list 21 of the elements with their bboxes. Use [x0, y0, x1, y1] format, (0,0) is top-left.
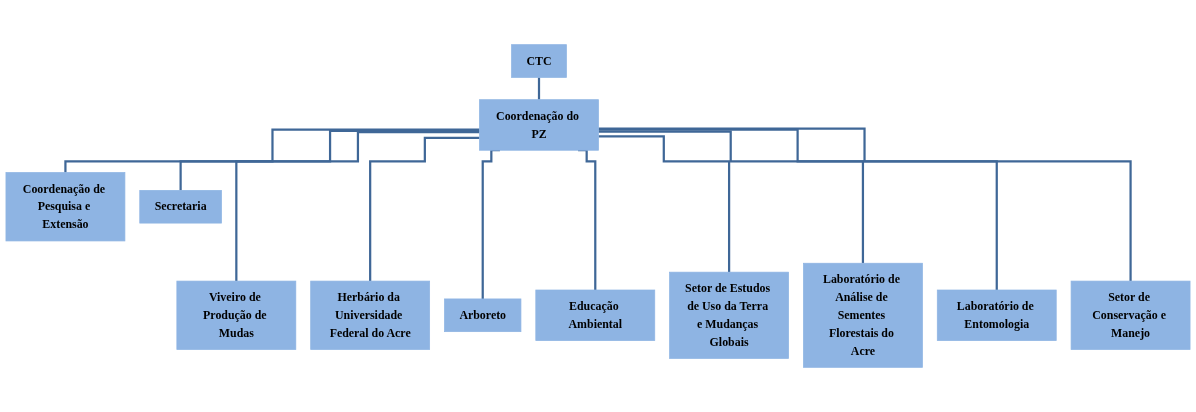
node-box: Arboreto [444, 298, 522, 332]
node-box: Educação Ambiental [535, 289, 656, 341]
connector [235, 131, 480, 283]
connector [64, 128, 480, 174]
node-box: Coordenação do PZ [479, 99, 599, 151]
connector [598, 130, 865, 265]
connector [598, 135, 731, 274]
node-box: Setor de Conservação e Manejo [1070, 280, 1191, 350]
connector [598, 127, 1132, 283]
node-box: Coordenação de Pesquisa e Extensão [5, 172, 126, 242]
connector [179, 129, 480, 192]
node-box: Secretaria [139, 190, 222, 224]
connector [598, 128, 998, 292]
node-box: Herbário da Universidade Federal do Acre [310, 280, 430, 350]
node-box: Laboratório de Entomologia [936, 289, 1057, 341]
node-box: CTC [511, 44, 567, 78]
node-box: Laboratório de Análise de Sementes Florestais do Acre [803, 262, 923, 368]
connector [537, 76, 541, 101]
node-box: Setor de Estudos de Uso da Terra e Mudanças Globais [669, 271, 789, 359]
node-box: Viveiro de Produção de Mudas [176, 280, 297, 350]
connector [369, 136, 480, 283]
